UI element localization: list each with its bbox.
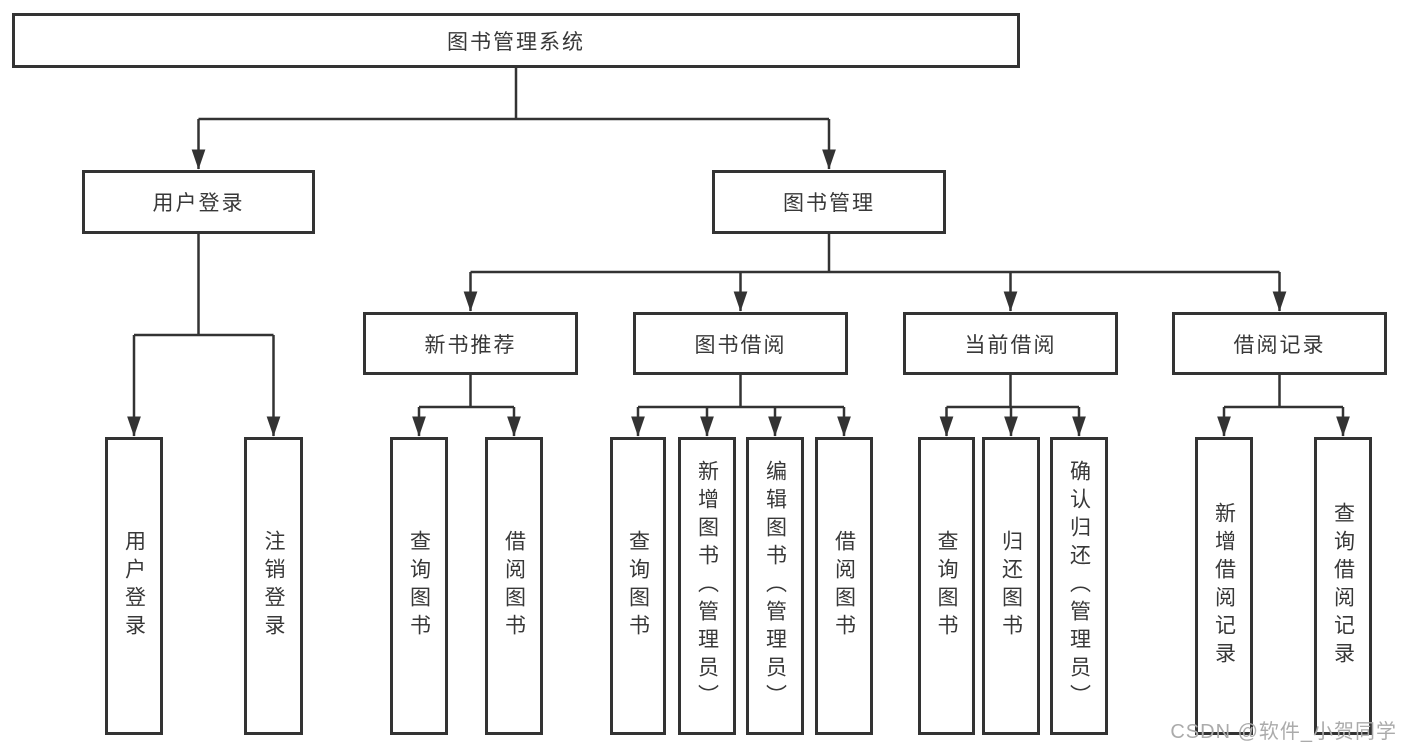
node-book-management: 图书管理: [712, 170, 946, 234]
node-borrow-records: 借阅记录: [1172, 312, 1387, 375]
node-root-label: 图书管理系统: [447, 30, 585, 54]
leaf-query-books-2: 查询图书: [610, 437, 666, 735]
node-new-book-recommend: 新书推荐: [363, 312, 578, 375]
leaf-confirm-return-admin-label: 确认归还（管理员）: [1067, 460, 1091, 712]
leaf-query-books-3-label: 查询图书: [935, 530, 958, 642]
node-user-login-label: 用户登录: [152, 192, 245, 215]
node-new-book-recommend-label: 新书推荐: [424, 333, 517, 357]
csdn-watermark: CSDN @软件_小贺同学: [1170, 721, 1397, 743]
node-root: 图书管理系统: [12, 13, 1020, 68]
leaf-borrow-books-1-label: 借阅图书: [502, 530, 526, 642]
node-book-management-label: 图书管理: [783, 192, 875, 215]
node-book-borrow-label: 图书借阅: [694, 333, 787, 357]
leaf-add-borrow-record-label: 新增借阅记录: [1212, 502, 1236, 670]
leaf-query-borrow-record: 查询借阅记录: [1314, 437, 1372, 735]
leaf-edit-book-admin-label: 编辑图书（管理员）: [763, 460, 787, 712]
leaf-query-borrow-record-label: 查询借阅记录: [1331, 502, 1355, 670]
leaf-user-login: 用户登录: [105, 437, 163, 735]
leaf-add-borrow-record: 新增借阅记录: [1195, 437, 1253, 735]
leaf-add-book-admin: 新增图书（管理员）: [678, 437, 736, 735]
leaf-add-book-admin-label: 新增图书（管理员）: [695, 460, 719, 712]
leaf-logout-label: 注销登录: [262, 530, 285, 642]
leaf-edit-book-admin: 编辑图书（管理员）: [746, 437, 804, 735]
leaf-query-books-1: 查询图书: [390, 437, 448, 735]
node-book-borrow: 图书借阅: [633, 312, 848, 375]
leaf-query-books-1-label: 查询图书: [407, 530, 431, 642]
leaf-logout: 注销登录: [244, 437, 303, 735]
leaf-borrow-books-2-label: 借阅图书: [832, 530, 856, 642]
node-current-borrow: 当前借阅: [903, 312, 1118, 375]
node-user-login: 用户登录: [82, 170, 315, 234]
leaf-query-books-3: 查询图书: [918, 437, 975, 735]
leaf-confirm-return-admin: 确认归还（管理员）: [1050, 437, 1108, 735]
leaf-return-book: 归还图书: [982, 437, 1040, 735]
leaf-borrow-books-1: 借阅图书: [485, 437, 543, 735]
leaf-query-books-2-label: 查询图书: [626, 530, 650, 642]
leaf-user-login-label: 用户登录: [122, 530, 146, 642]
node-current-borrow-label: 当前借阅: [964, 333, 1057, 357]
leaf-borrow-books-2: 借阅图书: [815, 437, 873, 735]
node-borrow-records-label: 借阅记录: [1233, 333, 1326, 357]
leaf-return-book-label: 归还图书: [999, 530, 1023, 642]
